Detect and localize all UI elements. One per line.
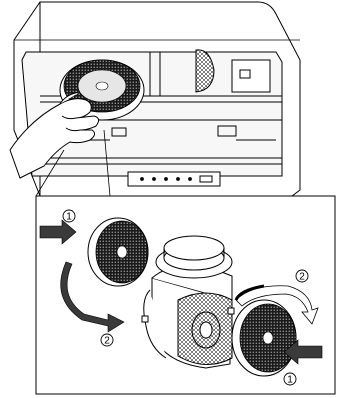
step-number-label: 1 — [287, 375, 293, 386]
hood-illustration — [14, 2, 300, 196]
step-number-label: 2 — [299, 272, 305, 283]
step-number-label: 2 — [104, 336, 110, 347]
step-callout-1-top-left: 1 — [63, 210, 75, 223]
left-filter — [88, 218, 148, 286]
step-callout-2-left: 2 — [101, 334, 113, 347]
step-callout-1-bottom-right: 1 — [284, 373, 296, 386]
right-filter — [232, 300, 296, 376]
step-number-label: 1 — [66, 212, 72, 223]
step-callout-2-right: 2 — [296, 270, 308, 283]
